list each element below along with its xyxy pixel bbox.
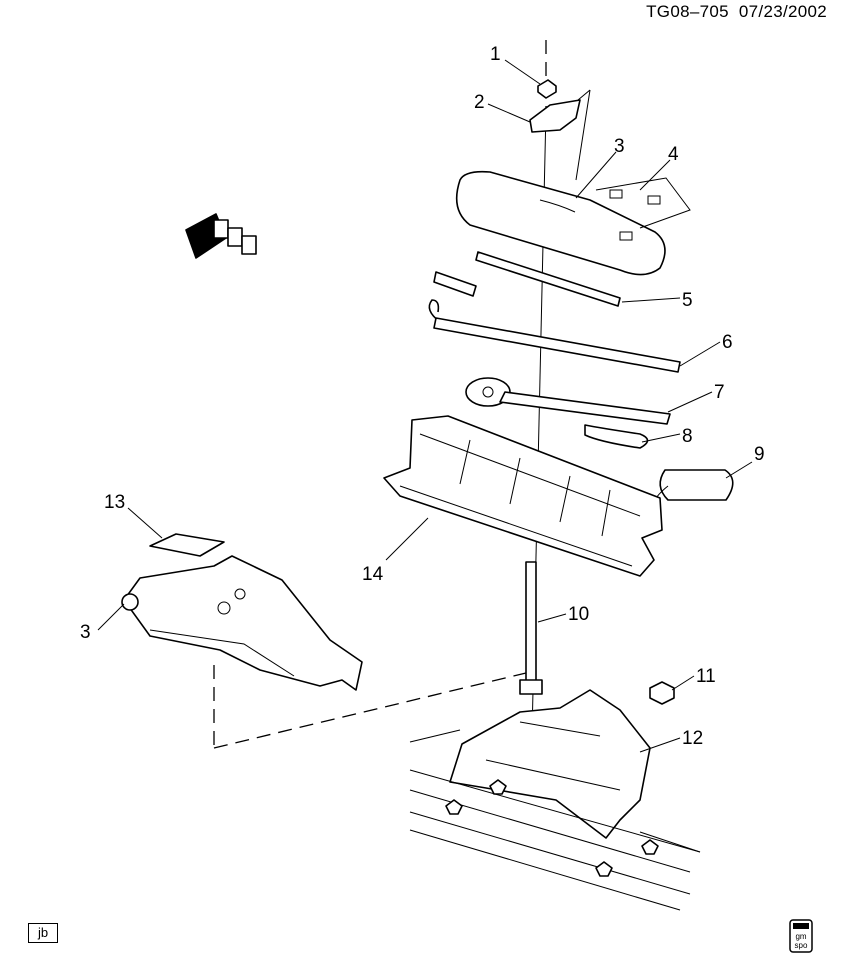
front-direction-arrow-icon (185, 213, 257, 259)
callout-5: 5 (682, 290, 693, 311)
leader-5 (621, 297, 681, 303)
callout-14: 14 (362, 564, 384, 585)
leader-12 (639, 737, 681, 753)
callout-13: 13 (104, 492, 125, 513)
callout-10: 10 (568, 604, 589, 625)
callout-7: 7 (714, 382, 725, 403)
callout-11: 11 (696, 666, 716, 687)
leader-14 (385, 517, 429, 561)
leader-4 (639, 159, 671, 191)
logo-spo-text: spo (795, 941, 808, 950)
part-5-extension-rod (433, 251, 621, 307)
part-14-tool-tray (383, 415, 663, 577)
part-2-bracket (529, 89, 591, 181)
callout-2: 2 (474, 92, 485, 113)
leader-3-top (575, 151, 617, 199)
jb-badge: jb (28, 923, 58, 943)
part-4-tool-bag (455, 170, 691, 276)
part-3-jack (121, 555, 363, 691)
leader-10 (537, 613, 567, 623)
drawing-code: TG08–705 (646, 2, 729, 21)
leader-9 (725, 461, 753, 479)
leader-7 (667, 391, 713, 413)
part-13-label (149, 533, 225, 557)
part-10-stud (519, 561, 543, 695)
callout-3-jack: 3 (80, 622, 91, 643)
floor-panel (409, 729, 701, 911)
part-6-hook-handle (428, 299, 681, 373)
callout-8: 8 (682, 426, 693, 447)
callout-4: 4 (668, 144, 679, 165)
callout-9: 9 (754, 444, 765, 465)
leader-2 (487, 103, 531, 123)
drawing-date: 07/23/2002 (738, 2, 827, 21)
gm-spo-logo: gm spo (789, 919, 813, 953)
callout-3: 3 (614, 136, 625, 157)
part-7-wrench (465, 377, 671, 425)
logo-gm-text: gm (795, 932, 806, 941)
jack-to-tray-line (213, 671, 531, 749)
leader-6 (679, 341, 721, 367)
part-12-jack-mount (449, 689, 651, 839)
callout-12: 12 (682, 728, 703, 749)
leader-1 (504, 59, 541, 85)
leader-11 (671, 675, 695, 691)
leader-3-bottom (97, 603, 125, 631)
drawing-header: TG08–705 07/23/2002 (646, 2, 827, 22)
part-1-nut (537, 79, 557, 99)
part-8-grip (584, 424, 649, 449)
leader-8 (641, 433, 681, 443)
part-11-nut (649, 681, 675, 705)
callout-1: 1 (490, 44, 501, 65)
callout-6: 6 (722, 332, 733, 353)
leader-13 (127, 507, 163, 539)
